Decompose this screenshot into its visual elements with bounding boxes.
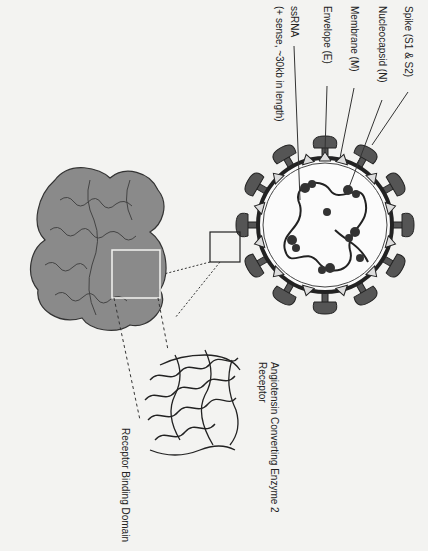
envelope-proteins <box>253 152 397 297</box>
part-label: Membrane (M) <box>348 6 360 72</box>
part-label: Nucleocapsid (N) <box>376 6 388 83</box>
rbd-lines <box>114 298 168 420</box>
viral-membrane <box>258 158 392 292</box>
membrane-inner <box>263 163 387 287</box>
nucleocapsid-proteins <box>287 180 364 274</box>
part-label: Angiotensin Converting Enzyme 2 Receptor <box>256 362 280 537</box>
ssrna-strand <box>284 183 368 271</box>
part-label: (+ sense, ~30kb in length) <box>273 6 285 122</box>
zoom-lines <box>160 262 220 318</box>
part-label: ssRNA <box>288 6 300 37</box>
part-label: Envelope (E) <box>321 6 333 64</box>
part-label: Spike (S1 & S2) <box>402 6 414 77</box>
spike-proteins <box>236 136 414 314</box>
part-label: Receptor Binding Domain <box>119 428 131 542</box>
protein-texture <box>45 180 136 315</box>
zoom-box <box>210 232 240 262</box>
rbd-ace2-ribbon <box>145 350 240 455</box>
rbd-box <box>112 250 160 298</box>
spike-protein-structure <box>31 168 166 331</box>
